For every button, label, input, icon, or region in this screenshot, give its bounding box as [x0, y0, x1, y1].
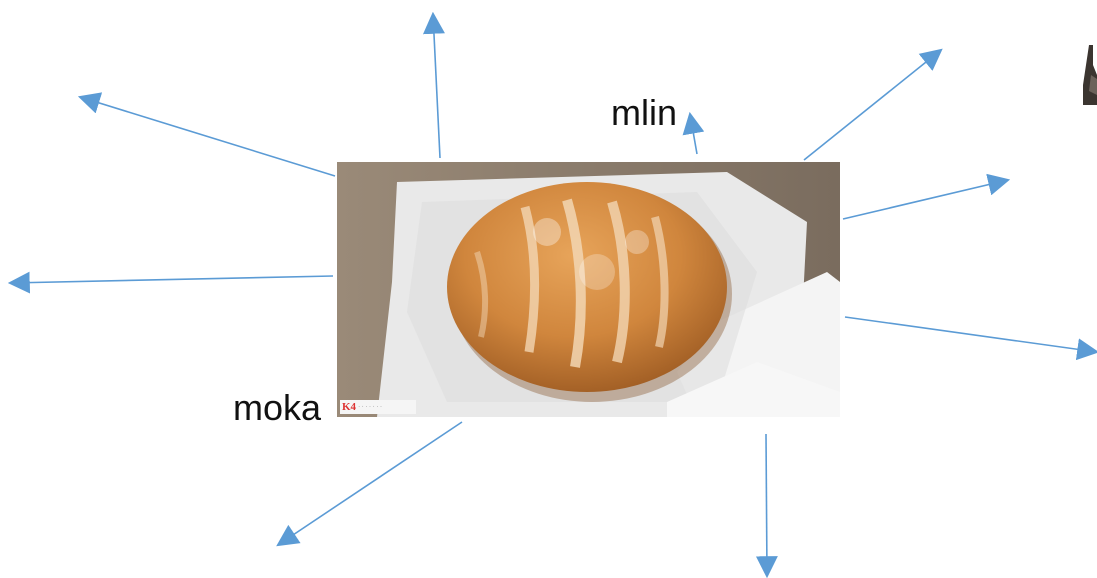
label-moka: moka	[233, 387, 322, 428]
arrow-7	[842, 173, 1011, 220]
cropped-object-icon	[1083, 45, 1097, 105]
arrow-6	[844, 316, 1097, 361]
arrow-8	[803, 48, 943, 161]
arrow-1	[422, 11, 445, 159]
arrow-4	[276, 421, 463, 547]
arrow-5	[755, 433, 778, 578]
label-mlin: mlin	[611, 92, 678, 133]
arrow-2	[77, 92, 336, 177]
arrow-9	[682, 111, 705, 155]
watermark-logo: K4· · · · · · ·	[340, 400, 416, 414]
arrow-3	[7, 271, 334, 294]
bread-photo: K4· · · · · · ·	[337, 162, 840, 417]
